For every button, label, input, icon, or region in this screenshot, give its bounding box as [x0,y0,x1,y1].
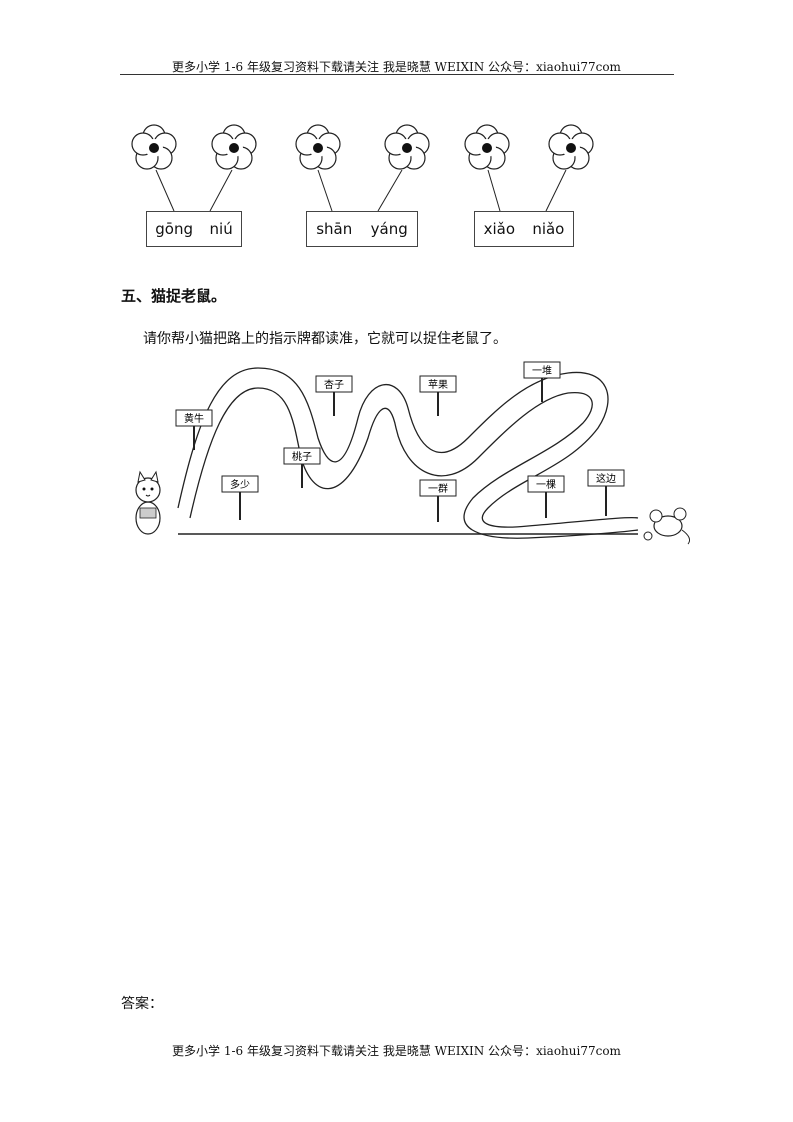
sign-label: 一群 [428,482,448,495]
flower-icon [295,124,341,170]
pinyin-card: xiǎo niǎo [474,211,574,247]
header-divider [120,74,674,75]
signpost: 桃子 [283,447,321,488]
pinyin-left: xiǎo [483,220,516,238]
pinyin-right: niú [209,220,233,238]
sign-label: 苹果 [428,378,448,391]
pinyin-left: shān [316,220,353,238]
pinyin-card: shān yáng [306,211,418,247]
cat-mouse-maze: 黄牛 多少 桃子 杏子 苹果 一群 一堆 一棵 这边 [135,361,690,545]
pinyin-right: yáng [370,220,408,238]
mouse-icon [643,507,690,545]
sign-label: 黄牛 [184,412,204,425]
signpost: 苹果 [419,375,457,416]
pinyin-right: niǎo [532,220,565,238]
signpost: 一群 [419,479,457,522]
sign-label: 多少 [230,478,250,491]
answer-label: 答案： [121,996,163,1012]
pinyin-left: gōng [155,220,193,238]
flower-icon [211,124,257,170]
signpost: 一堆 [523,361,561,402]
signpost: 黄牛 [175,409,213,450]
flower-icon [548,124,594,170]
signpost: 这边 [587,469,625,516]
flower-icon [384,124,430,170]
signpost: 杏子 [315,375,353,416]
sign-label: 一堆 [532,365,552,377]
sign-label: 杏子 [324,378,344,391]
signpost: 一棵 [527,475,565,518]
section-title: 五、猫捉老鼠。 [121,287,227,305]
page-header: 更多小学 1-6 年级复习资料下载请关注 我是晓慧 WEIXIN 公众号：xia… [172,60,621,74]
flower-icon [464,124,510,170]
cat-icon [135,470,161,535]
signpost: 多少 [221,475,259,520]
sign-label: 一棵 [536,478,556,491]
sign-label: 桃子 [292,450,312,463]
flower-icon [131,124,177,170]
sign-label: 这边 [596,472,616,485]
flower-matching-exercise [131,124,594,212]
instruction-text: 请你帮小猫把路上的指示牌都读准，它就可以捉住老鼠了。 [143,331,507,347]
page-footer: 更多小学 1-6 年级复习资料下载请关注 我是晓慧 WEIXIN 公众号：xia… [172,1044,621,1058]
pinyin-card: gōng niú [146,211,242,247]
